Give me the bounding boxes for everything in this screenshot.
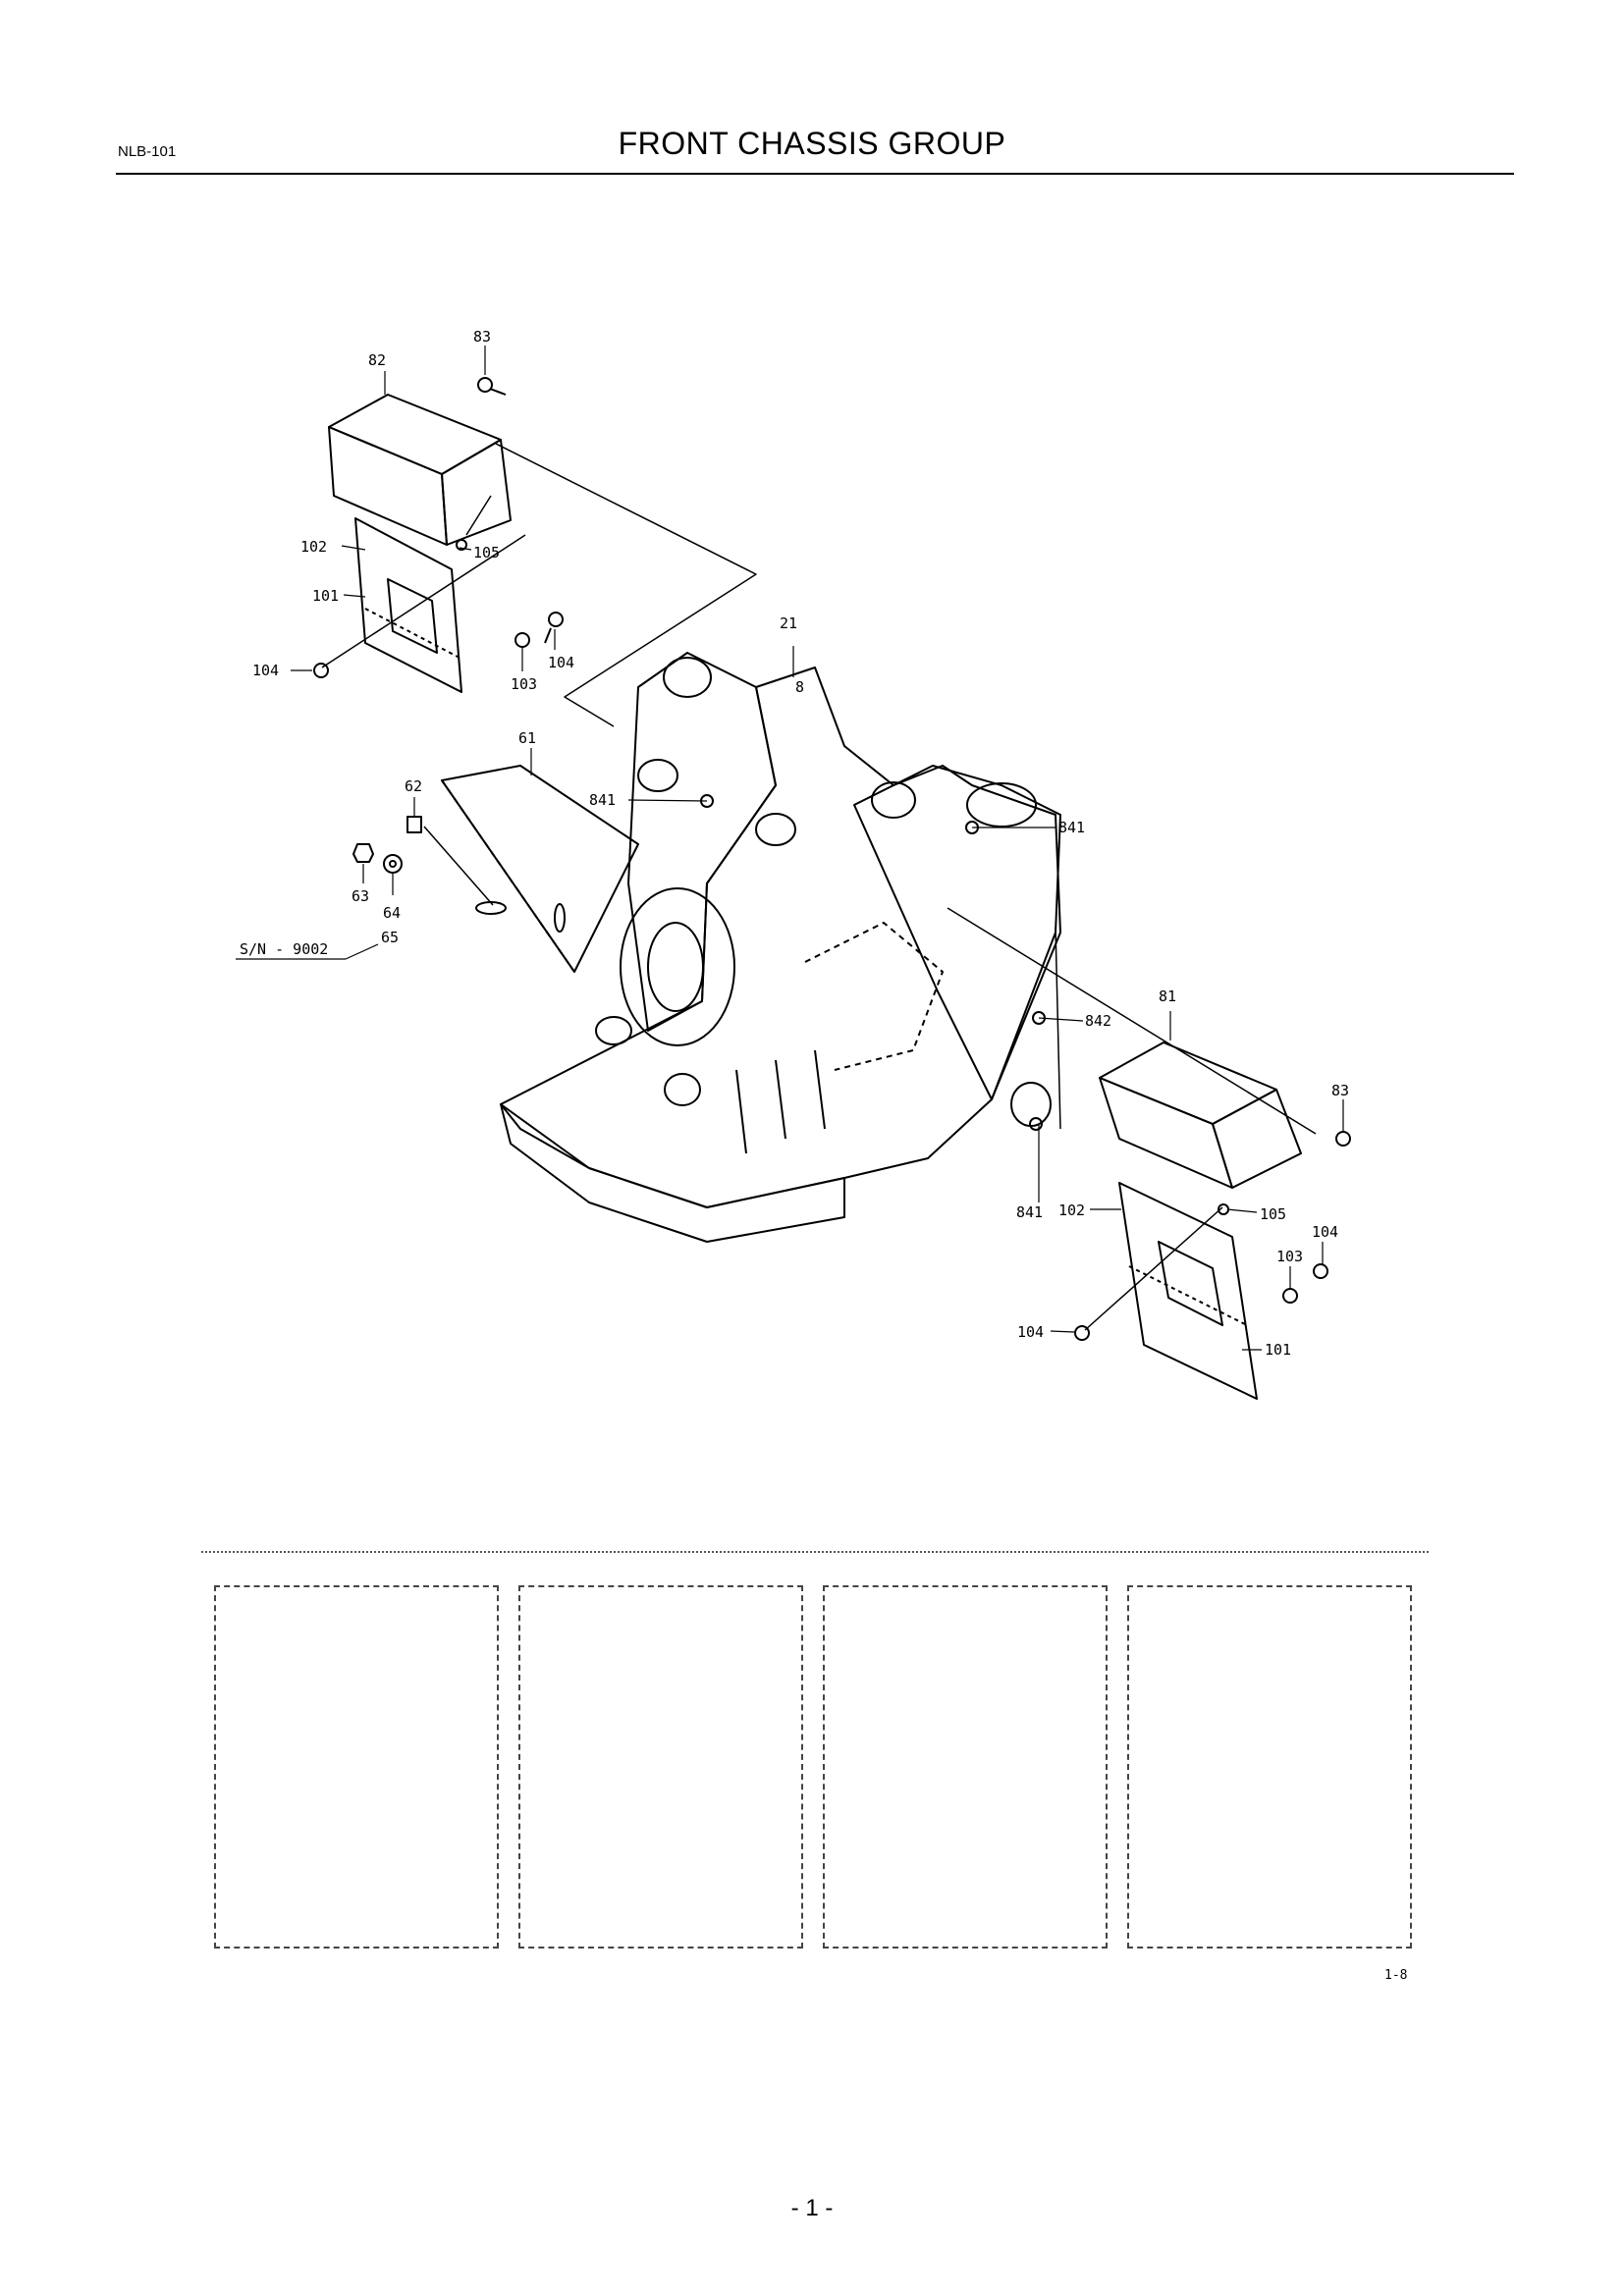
callout-104: 104 bbox=[252, 662, 279, 679]
callout-104: 104 bbox=[548, 654, 574, 671]
notes-box-2 bbox=[518, 1585, 803, 1949]
leader-lines-lower bbox=[947, 907, 1317, 1331]
serial-note: S/N - 9002 bbox=[240, 940, 328, 958]
part-101-lower-shield bbox=[1118, 1182, 1258, 1400]
callout-8: 8 bbox=[795, 678, 804, 696]
callout-64: 64 bbox=[383, 904, 401, 922]
notes-box-3 bbox=[823, 1585, 1108, 1949]
callout-63: 63 bbox=[352, 887, 369, 905]
notes-box-1 bbox=[214, 1585, 499, 1949]
document-code: NLB-101 bbox=[118, 143, 177, 160]
section-divider bbox=[201, 1551, 1429, 1553]
callout-65: 65 bbox=[381, 929, 399, 946]
callout-104: 104 bbox=[1312, 1223, 1338, 1241]
callout-101: 101 bbox=[312, 587, 339, 605]
figure-reference: 1-8 bbox=[1384, 1968, 1408, 1983]
callout-61: 61 bbox=[518, 729, 536, 747]
callout-842: 842 bbox=[1085, 1012, 1111, 1030]
callout-102: 102 bbox=[1058, 1201, 1085, 1219]
part-101-upper-shield bbox=[354, 517, 462, 693]
callout-102: 102 bbox=[300, 538, 327, 556]
bolt-icons bbox=[313, 377, 1351, 1341]
callout-105: 105 bbox=[473, 544, 500, 561]
callout-101: 101 bbox=[1265, 1341, 1291, 1359]
callout-21: 21 bbox=[780, 614, 797, 632]
part-82-top-cover bbox=[328, 394, 512, 546]
callout-105: 105 bbox=[1260, 1205, 1286, 1223]
callout-81: 81 bbox=[1159, 988, 1176, 1005]
callout-103: 103 bbox=[511, 675, 537, 693]
callout-83: 83 bbox=[473, 328, 491, 346]
header-divider bbox=[116, 173, 1514, 175]
callout-841: 841 bbox=[1016, 1203, 1043, 1221]
callout-leaders bbox=[236, 346, 1344, 1351]
callout-83: 83 bbox=[1331, 1082, 1349, 1099]
callout-82: 82 bbox=[368, 351, 386, 369]
page-title: FRONT CHASSIS GROUP bbox=[618, 126, 1006, 161]
callout-841: 841 bbox=[589, 791, 616, 809]
notes-box-4 bbox=[1127, 1585, 1412, 1949]
part-61-left-plate bbox=[441, 765, 639, 973]
leader-lines-upper bbox=[321, 443, 757, 727]
front-chassis-frame bbox=[500, 652, 1061, 1243]
callout-62: 62 bbox=[405, 777, 422, 795]
callout-103: 103 bbox=[1276, 1248, 1303, 1265]
part-81-lower-cover bbox=[1099, 1041, 1302, 1189]
fasteners-62-63-64 bbox=[352, 816, 494, 906]
page-number: - 1 - bbox=[790, 2195, 834, 2221]
callout-841: 841 bbox=[1058, 819, 1085, 836]
callout-104: 104 bbox=[1017, 1323, 1044, 1341]
